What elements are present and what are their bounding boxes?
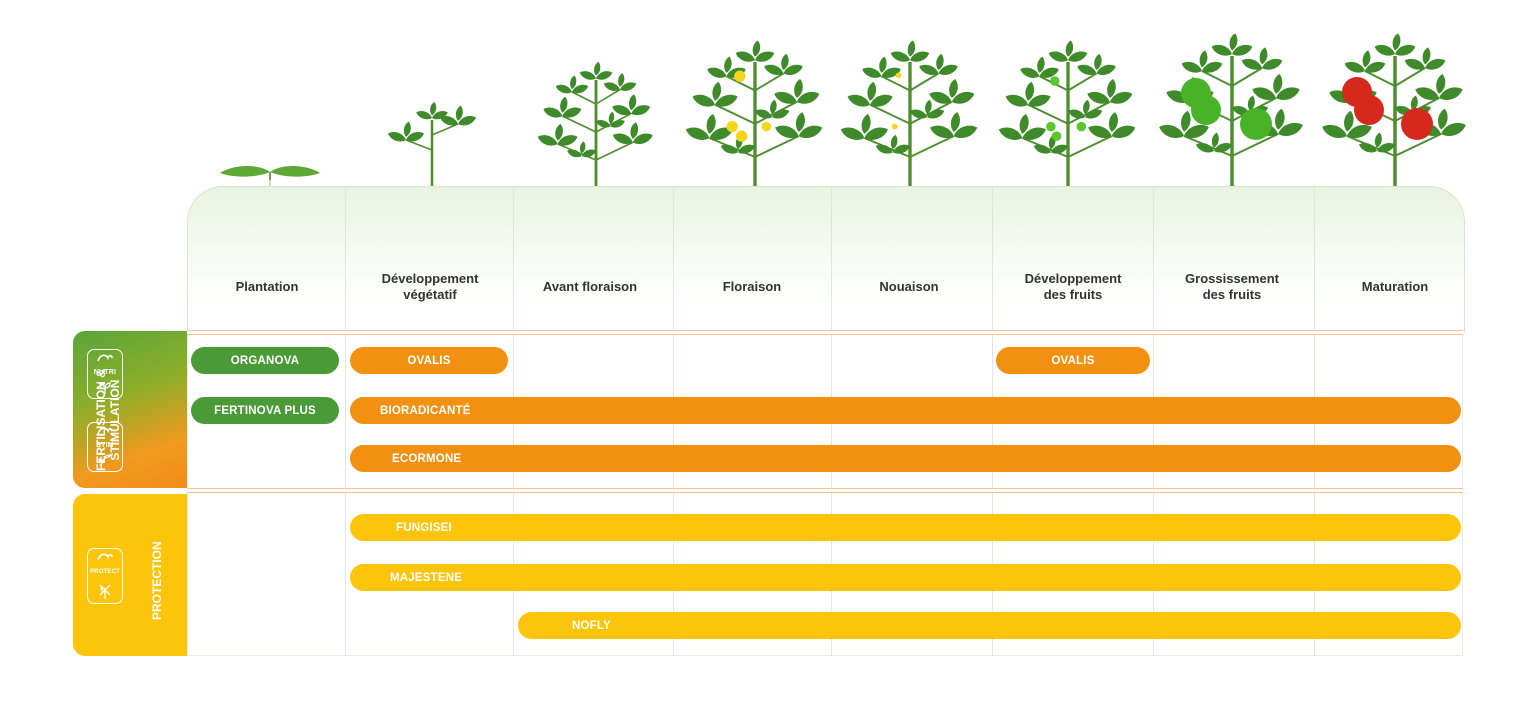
category-label-protection: PROTECTION [150,541,164,620]
product-bar-fertinova-plus: FERTINOVA PLUS [191,397,339,424]
product-bar-nofly: NOFLY [518,612,1461,639]
product-label-fertinova-plus: FERTINOVA PLUS [214,404,316,417]
category-protection [73,494,187,656]
column-divider [345,186,346,656]
stim-badge-icon: STIM [87,422,123,472]
product-label-ecormone: ECORMONE [392,452,462,465]
stage-label-avant-floraison: Avant floraison [542,279,638,294]
nutri-badge-icon: NUTRI [87,349,123,399]
product-bar-majestene: MAJESTENE [350,564,1461,591]
product-bar-bioradicante: BIORADICANTÉ [350,397,1461,424]
product-bar-organova: ORGANOVA [191,347,339,374]
category-fertilisation-stimulation [73,331,187,488]
nutri-badge-label: NUTRI [93,368,117,376]
product-label-bioradicante: BIORADICANTÉ [380,404,471,417]
stage-label-maturation: Maturation [1361,279,1429,294]
stage-label-grossissement-fruits: Grossissement des fruits [1185,271,1279,302]
stim-badge-label: STIM [96,441,114,449]
product-bar-ovalis-fruits: OVALIS [996,347,1150,374]
product-label-majestene: MAJESTENE [390,571,463,584]
category-label-fertilisation: FERTILISATION & STIMULATION [94,369,122,471]
category-separator [187,488,1463,493]
product-bar-fungisei: FUNGISEI [350,514,1461,541]
treatment-grid [187,331,1463,656]
stage-label-developpement-vegetatif: Développement végétatif [381,271,479,302]
stage-label-floraison: Floraison [722,279,782,294]
product-label-organova: ORGANOVA [230,354,300,367]
product-bar-ecormone: ECORMONE [350,445,1461,472]
protect-badge-icon: PROTECT [87,548,123,604]
stages-header-panel [187,186,1465,332]
product-bar-ovalis-early: OVALIS [350,347,508,374]
protect-badge-label: PROTECT [89,569,121,575]
stage-label-plantation: Plantation [235,279,299,294]
product-label-nofly: NOFLY [572,619,611,632]
stage-label-nouaison: Nouaison [879,279,939,294]
product-label-ovalis: OVALIS [1051,354,1095,367]
stage-label-developpement-fruits: Développement des fruits [1024,271,1122,302]
product-label-fungisei: FUNGISEI [396,521,452,534]
product-label-ovalis: OVALIS [407,354,451,367]
header-separator [187,330,1463,335]
